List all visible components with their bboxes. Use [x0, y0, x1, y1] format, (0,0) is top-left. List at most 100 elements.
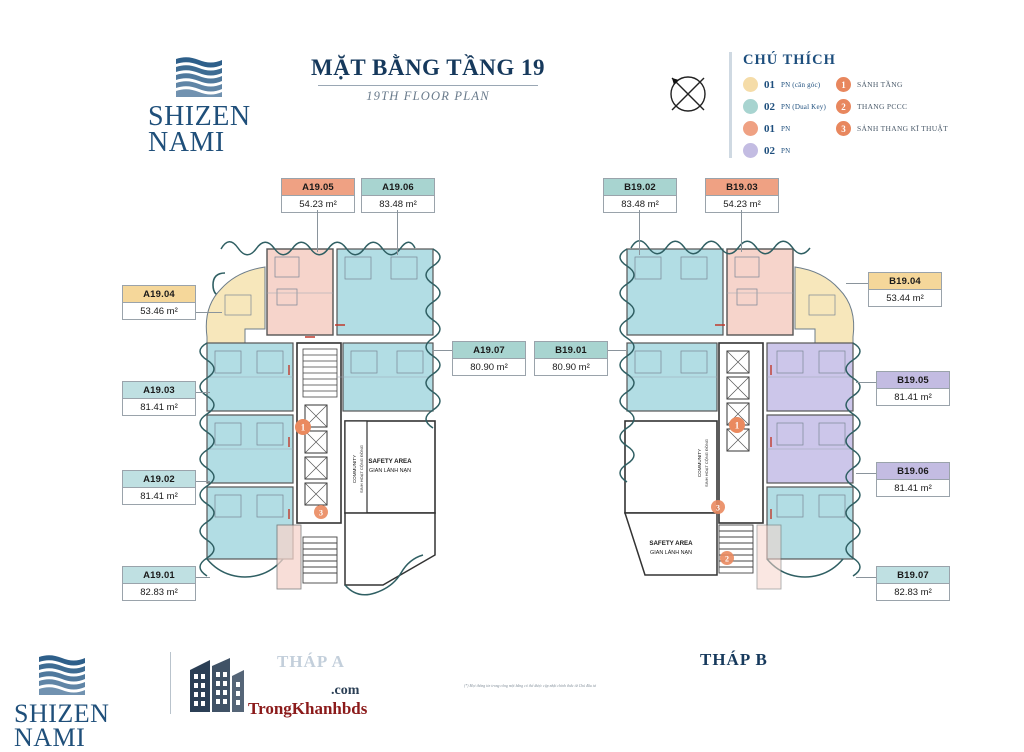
unit-tag-b1906[interactable]: B19.06 81.41 m²	[876, 462, 950, 497]
legend-swatch-icon	[743, 121, 758, 136]
svg-text:COMMUNITY: COMMUNITY	[352, 455, 357, 483]
legend-marker-badge: 3	[835, 121, 851, 136]
footer-logo: SHIZEN NAMI	[14, 655, 109, 750]
tower-b-label: THÁP B	[700, 650, 768, 669]
shizen-wave-icon	[38, 655, 85, 695]
unit-tag-a1903[interactable]: A19.03 81.41 m²	[122, 381, 196, 416]
leader-line	[196, 312, 222, 313]
unit-code: A19.02	[123, 471, 195, 488]
legend-types-column: 01 PN (căn góc) 02 PN (Dual Key) 01 PN 0…	[743, 77, 826, 158]
brand-name: SHIZEN NAMI	[148, 103, 251, 158]
legend-type-num: 01	[764, 78, 775, 91]
legend-marker-desc: THANG PCCC	[856, 102, 908, 111]
leader-line	[432, 350, 452, 351]
legend-marker-row: 2 THANG PCCC	[835, 99, 948, 114]
legend-marker-row: 1 SẢNH TẦNG	[835, 77, 948, 92]
unit-tag-b1903[interactable]: B19.03 54.23 m²	[705, 178, 779, 213]
unit-area: 81.41 m²	[123, 399, 195, 415]
unit-area: 54.23 m²	[282, 196, 354, 212]
svg-text:SAFETY AREA: SAFETY AREA	[368, 458, 412, 465]
legend-swatch-icon	[743, 77, 758, 92]
unit-code: A19.07	[453, 342, 525, 359]
building-icon	[180, 650, 252, 723]
unit-code: B19.02	[604, 179, 676, 196]
unit-code: B19.05	[877, 372, 949, 389]
svg-text:3: 3	[319, 509, 323, 518]
svg-text:SAFETY AREA: SAFETY AREA	[649, 540, 693, 547]
unit-tag-b1907[interactable]: B19.07 82.83 m²	[876, 566, 950, 601]
brand-line-2: NAMI	[148, 126, 225, 158]
unit-code: A19.06	[362, 179, 434, 196]
shizen-wave-icon	[176, 57, 223, 97]
legend-panel: CHÚ THÍCH 01 PN (căn góc) 02 PN (Dual Ke…	[729, 52, 954, 158]
leader-line	[856, 382, 876, 383]
unit-area: 53.44 m²	[869, 290, 941, 306]
unit-area: 83.48 m²	[604, 196, 676, 212]
unit-tag-b1905[interactable]: B19.05 81.41 m²	[876, 371, 950, 406]
legend-title: CHÚ THÍCH	[743, 52, 836, 68]
unit-code: A19.01	[123, 567, 195, 584]
legend-type-row: 02 PN	[743, 143, 826, 158]
unit-code: A19.04	[123, 286, 195, 303]
watermark-domain: .com	[331, 683, 360, 698]
svg-text:1: 1	[301, 423, 306, 433]
legend-type-label: PN (Dual Key)	[781, 102, 826, 111]
unit-code: B19.04	[869, 273, 941, 290]
unit-tag-a1906[interactable]: A19.06 83.48 m²	[361, 178, 435, 213]
unit-area: 82.83 m²	[877, 584, 949, 600]
svg-text:SINH HOẠT CỘNG ĐỒNG: SINH HOẠT CỘNG ĐỒNG	[704, 439, 709, 487]
legend-swatch-icon	[743, 143, 758, 158]
legend-marker-desc: SẢNH THANG KĨ THUẬT	[856, 124, 949, 133]
watermark-logo: .com TrongKhanhbds	[180, 650, 367, 723]
unit-code: A19.03	[123, 382, 195, 399]
unit-code: B19.07	[877, 567, 949, 584]
legend-marker-row: 3 SẢNH THANG KĨ THUẬT	[835, 121, 949, 136]
legend-markers-column: 1 SẢNH TẦNG 2 THANG PCCC 3 SẢNH THANG KĨ…	[835, 77, 949, 158]
unit-area: 81.41 m²	[877, 389, 949, 405]
legend-marker-badge: 1	[835, 77, 851, 92]
footer-brand-line-2: NAMI	[14, 722, 86, 752]
leader-line	[397, 210, 398, 255]
legend-type-num: 01	[764, 122, 775, 135]
title-divider	[318, 85, 538, 86]
svg-text:GIAN LÁNH NẠN: GIAN LÁNH NẠN	[650, 549, 692, 556]
tower-a-label: THÁP A	[277, 652, 345, 671]
north-arrow-icon	[664, 70, 712, 118]
leader-line	[196, 481, 210, 482]
leader-line	[856, 473, 876, 474]
watermark-name: TrongKhanhbds	[248, 699, 368, 718]
leader-line	[608, 350, 626, 351]
unit-tag-a1902[interactable]: A19.02 81.41 m²	[122, 470, 196, 505]
unit-area: 80.90 m²	[453, 359, 525, 375]
svg-text:2: 2	[725, 555, 729, 564]
unit-area: 80.90 m²	[535, 359, 607, 375]
unit-tag-a1907[interactable]: A19.07 80.90 m²	[452, 341, 526, 376]
unit-tag-a1901[interactable]: A19.01 82.83 m²	[122, 566, 196, 601]
svg-text:1: 1	[735, 421, 740, 431]
legend-type-num: 02	[764, 100, 775, 113]
unit-tag-b1902[interactable]: B19.02 83.48 m²	[603, 178, 677, 213]
legend-type-row: 02 PN (Dual Key)	[743, 99, 826, 114]
unit-tag-a1905[interactable]: A19.05 54.23 m²	[281, 178, 355, 213]
header-logo: SHIZEN NAMI	[148, 57, 251, 156]
legend-type-label: PN (căn góc)	[781, 80, 821, 89]
unit-area: 81.41 m²	[123, 488, 195, 504]
page-subtitle: 19TH FLOOR PLAN	[366, 89, 490, 103]
leader-line	[741, 210, 742, 252]
leader-line	[196, 577, 210, 578]
legend-marker-badge: 2	[835, 99, 851, 114]
tower-b-floorplan: SAFETY AREA GIAN LÁNH NẠN COMMUNITY SINH…	[585, 225, 875, 625]
svg-text:GIAN LÁNH NẠN: GIAN LÁNH NẠN	[369, 467, 411, 474]
legend-type-label: PN	[781, 124, 791, 133]
unit-tag-b1901[interactable]: B19.01 80.90 m²	[534, 341, 608, 376]
legend-type-label: PN	[781, 146, 791, 155]
leader-line	[196, 392, 210, 393]
unit-tag-b1904[interactable]: B19.04 53.44 m²	[868, 272, 942, 307]
unit-area: 54.23 m²	[706, 196, 778, 212]
unit-area: 82.83 m²	[123, 584, 195, 600]
svg-text:SINH HOẠT CỘNG ĐỒNG: SINH HOẠT CỘNG ĐỒNG	[359, 445, 364, 493]
svg-text:COMMUNITY: COMMUNITY	[697, 449, 702, 477]
footer-brand-name: SHIZEN NAMI	[14, 701, 109, 752]
unit-tag-a1904[interactable]: A19.04 53.46 m²	[122, 285, 196, 320]
unit-area: 53.46 m²	[123, 303, 195, 319]
